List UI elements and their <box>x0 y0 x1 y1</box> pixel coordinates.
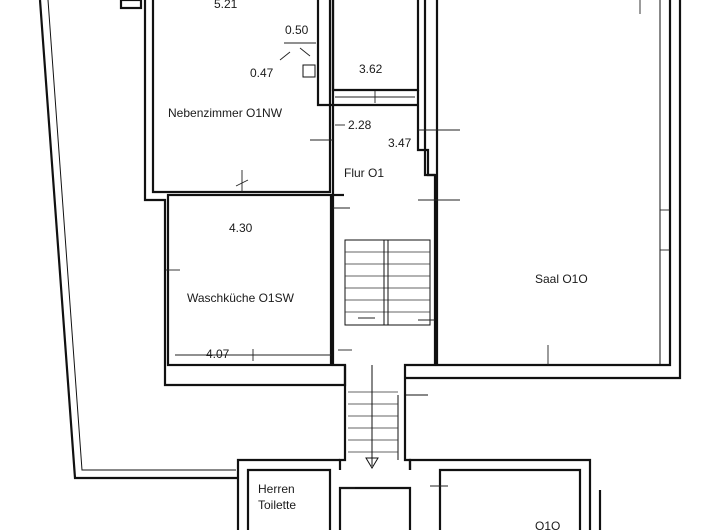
nebenzimmer-walls <box>151 0 332 194</box>
dimension-labels: 5.21 0.50 0.47 3.62 2.28 3.47 4.30 4.07 <box>206 0 412 361</box>
flur-right-wall <box>403 90 437 382</box>
chimney-box <box>302 64 316 78</box>
dim-label: 5.21 <box>214 0 238 11</box>
corner-block <box>119 0 143 10</box>
bottom-right-outer <box>408 458 592 530</box>
saal-left-top <box>423 0 435 177</box>
dim-tick <box>235 179 249 187</box>
mid-bottom-room <box>338 486 412 530</box>
staircase-lower <box>348 365 398 469</box>
stair-direction-arrow-icon <box>365 457 379 469</box>
room-label-bottom-right: O1O <box>535 519 560 530</box>
dim-tick <box>299 47 311 57</box>
room-label-herren-2: Toilette <box>258 498 296 512</box>
wc-room-wall <box>331 0 420 92</box>
room-labels: Nebenzimmer O1NW Flur O1 Waschküche O1SW… <box>168 106 588 530</box>
room-label-saal: Saal O1O <box>535 272 588 286</box>
dim-label: 4.07 <box>206 347 230 361</box>
outer-wall-left-inner <box>47 0 236 471</box>
saal-walls <box>435 0 672 367</box>
dim-label: 4.30 <box>229 221 253 235</box>
dim-label: 0.47 <box>250 66 274 80</box>
dim-tick <box>279 51 291 61</box>
room-label-flur: Flur O1 <box>344 166 384 180</box>
dim-label: 0.50 <box>285 23 309 37</box>
bottom-right-room <box>438 468 582 530</box>
room-label-nebenzimmer: Nebenzimmer O1NW <box>168 106 283 120</box>
herren-walls <box>246 468 332 530</box>
dim-label: 3.62 <box>359 62 383 76</box>
dimension-marks <box>165 0 670 489</box>
dim-label: 2.28 <box>348 118 372 132</box>
outer-wall-left <box>38 0 238 480</box>
lower-stair-left <box>338 382 347 470</box>
waschkueche-walls <box>166 193 333 367</box>
dim-label: 3.47 <box>388 136 412 150</box>
saal-outer-wall <box>405 0 682 380</box>
room-label-waschkueche: Waschküche O1SW <box>187 291 295 305</box>
room-label-herren-1: Herren <box>258 482 295 496</box>
staircase-upper <box>344 239 431 326</box>
flur-left-wall <box>331 105 347 382</box>
herren-outer <box>236 458 340 530</box>
walls <box>38 0 682 530</box>
